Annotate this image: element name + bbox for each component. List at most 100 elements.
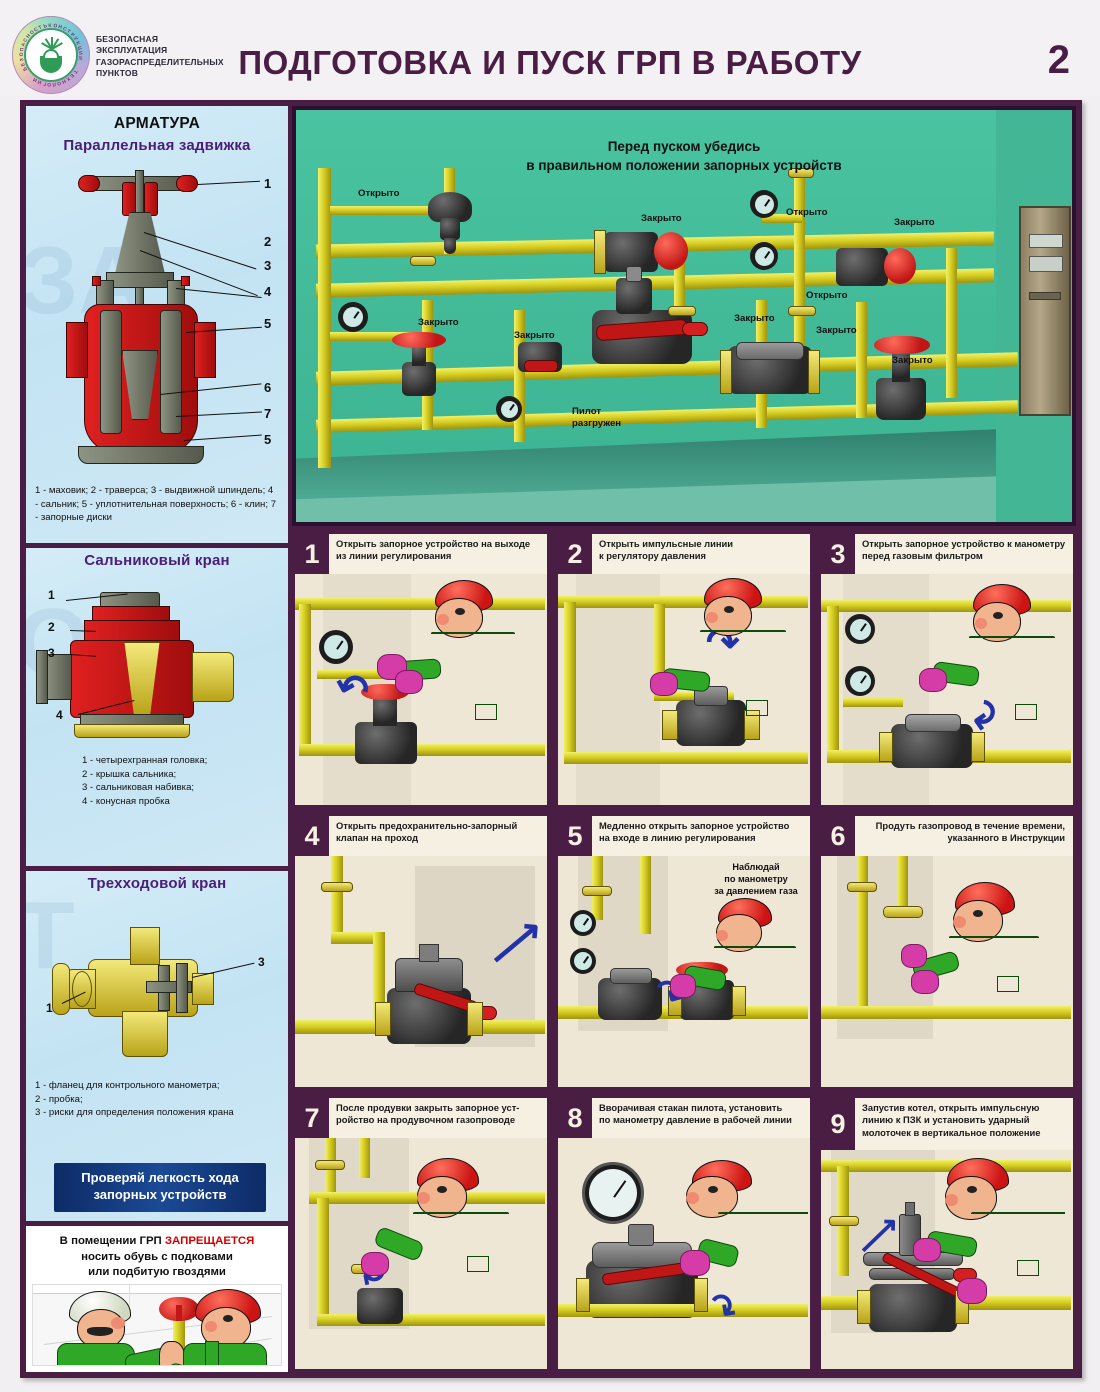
pressure-gauge-icon (582, 1162, 644, 1224)
step-number: 9 (821, 1098, 855, 1150)
hero-label: Открыто (806, 290, 848, 301)
procedure-steps: 1 Открыть запорное устройство на выходе … (292, 531, 1076, 1372)
legend-line: 1 - фланец для контрольного манометра; (35, 1080, 220, 1091)
step-caption-line: Запустив котел, открыть импульсную (862, 1102, 1040, 1113)
step-caption-line: по манометру давление в рабочей линии (599, 1114, 792, 1126)
step-caption-line: Открыть запорное устройство к манометру (862, 538, 1066, 549)
callout-number: 6 (264, 380, 272, 395)
step-note: Наблюдай по манометру за давлением газа (708, 862, 804, 898)
brand-caption-line: ЭКСПЛУАТАЦИЯ (96, 45, 168, 56)
pilot-note-line: Пилот (572, 406, 602, 417)
callout-number: 5 (264, 316, 272, 331)
hero-label: Закрыто (641, 213, 682, 224)
main-content: Перед пуском убедись в правильном положе… (292, 106, 1076, 1372)
step-caption: Открыть запорное устройство на выходе из… (329, 534, 547, 574)
reminder-callout: Проверяй легкость хода запорных устройст… (54, 1163, 266, 1212)
step-caption: Открыть предохранительно-запорный клапан… (329, 816, 547, 856)
step-caption-line: После продувки закрыть запорное уст- (336, 1102, 520, 1113)
step-caption: После продувки закрыть запорное уст- рой… (329, 1098, 547, 1138)
sidebar: ЗА АРМАТУРА Параллельная задвижка (26, 106, 288, 1372)
step-caption-line: Открыть импульсные линии (599, 538, 734, 549)
gate-valve-legend: 1 - маховик; 2 - траверса; 3 - выдвижной… (26, 484, 288, 525)
step-number: 8 (558, 1098, 592, 1138)
step-caption-line: линию к ПЗК и установить ударный (862, 1114, 1030, 1126)
callout-number: 7 (264, 406, 272, 421)
sidebar-block-title: Параллельная задвижка (63, 137, 251, 154)
gate-valve-diagram: 1 2 3 4 5 6 7 5 (26, 154, 288, 484)
step-caption-line: ройство на продувочном газопроводе (336, 1114, 516, 1126)
step-note-line: Наблюдай (732, 862, 780, 872)
sidebar-section-title: АРМАТУРА (113, 115, 201, 132)
step-card-3: 3 Открыть запорное устройство к манометр… (818, 531, 1076, 808)
step-caption: Открыть импульсные линии к регулятору да… (592, 534, 810, 574)
grp-room-illustration: Перед пуском убедись в правильном положе… (292, 106, 1076, 526)
step-caption-line: к регулятору давления (599, 550, 707, 562)
sidebar-block-parallel-gate-valve: ЗА АРМАТУРА Параллельная задвижка (26, 106, 288, 543)
callout-number: 3 (48, 646, 55, 660)
step-caption-line: молоточек в вертикальное положение (862, 1126, 1041, 1138)
reminder-line: Проверяй легкость хода (81, 1170, 239, 1186)
step-caption-line: указанного в Инструкции (947, 832, 1065, 844)
step-note-line: по манометру (724, 873, 788, 884)
step-caption-line: Продуть газопровод в течение времени, (875, 820, 1065, 831)
sidebar-block-title: Сальниковый кран (84, 552, 230, 569)
step-card-8: 8 Вворачивая стакан пилота, установить п… (555, 1095, 813, 1372)
logo-lamp-icon (24, 28, 78, 82)
step-number: 1 (295, 534, 329, 574)
hero-label: Закрыто (894, 217, 935, 228)
callout-number: 1 (48, 588, 55, 602)
step-caption: Вворачивая стакан пилота, установить по … (592, 1098, 810, 1138)
step-card-4: 4 Открыть предохранительно-запорный клап… (292, 813, 550, 1090)
step-illustration-7: ↷ (295, 1138, 547, 1369)
hero-title-line: Перед пуском убедись (607, 139, 761, 154)
brand-caption-line: ГАЗОРАСПРЕДЕЛИТЕЛЬНЫХ (96, 56, 224, 67)
callout-number: 4 (56, 708, 63, 722)
step-caption-line: из линии регулирования (336, 550, 452, 562)
step-number: 7 (295, 1098, 329, 1138)
sidebar-block-packed-cock: О Сальниковый кран 1 2 3 (26, 548, 288, 866)
step-illustration-2: ↷ (558, 574, 810, 805)
step-card-1: 1 Открыть запорное устройство на выходе … (292, 531, 550, 808)
step-caption: Открыть запорное устройство к манометру … (855, 534, 1073, 574)
step-number: 4 (295, 816, 329, 856)
step-illustration-1: ↶ (295, 574, 547, 805)
brand-caption-line: БЕЗОПАСНАЯ (96, 34, 159, 44)
reminder-line: запорных устройств (93, 1187, 227, 1203)
warning-line-1-pre: В помещении ГРП (59, 1235, 165, 1247)
legend-line: 3 - риски для определения положения кран… (35, 1107, 234, 1119)
pilot-note-line: разгружен (572, 418, 622, 430)
callout-number: 2 (48, 620, 55, 634)
step-caption-line: Медленно открыть запорное устройство (599, 820, 790, 831)
legend-line: 3 - сальниковая набивка; (82, 782, 195, 794)
step-illustration-4: ⟶ (295, 856, 547, 1087)
warning-text: В помещении ГРП ЗАПРЕЩАЕТСЯ носить обувь… (26, 1226, 288, 1281)
step-illustration-6 (821, 856, 1073, 1087)
step-caption: Запустив котел, открыть импульсную линию… (855, 1098, 1073, 1150)
warning-illustration (32, 1284, 282, 1366)
warning-line-2: носить обувь с подковами (81, 1250, 233, 1263)
step-caption-line: Открыть запорное устройство на выходе (336, 538, 531, 549)
step-card-6: 6 Продуть газопровод в течение времени, … (818, 813, 1076, 1090)
hero-label: Закрыто (418, 317, 459, 328)
hero-label: Закрыто (514, 330, 555, 341)
step-note-line: за давлением газа (714, 885, 798, 896)
callout-number: 1 (46, 1001, 53, 1015)
step-illustration-5: Наблюдай по манометру за давлением газа (558, 856, 810, 1087)
packed-cock-diagram: 1 2 3 4 (26, 582, 288, 752)
step-caption-line: на входе в линию регулирования (599, 832, 756, 844)
callout-number: 3 (258, 955, 265, 969)
callout-number: 3 (264, 258, 272, 273)
hero-label: Закрыто (734, 313, 775, 324)
legend-line: 2 - пробка; (35, 1093, 83, 1105)
step-caption: Продуть газопровод в течение времени, ук… (855, 816, 1073, 856)
sidebar-block-title: Трехходовой кран (87, 875, 227, 892)
brand-caption-line: ПУНКТОВ (96, 67, 139, 78)
packed-cock-legend: 1 - четырехгранная головка; 2 - крышка с… (26, 754, 288, 808)
step-illustration-9: ⟶ (821, 1150, 1073, 1369)
step-illustration-8: ↷ (558, 1138, 810, 1369)
legend-text: 1 - маховик; 2 - траверса; 3 - выдвижной… (35, 485, 277, 524)
step-card-2: 2 Открыть импульсные линии к регулятору … (555, 531, 813, 808)
hero-label: Закрыто (816, 325, 857, 336)
